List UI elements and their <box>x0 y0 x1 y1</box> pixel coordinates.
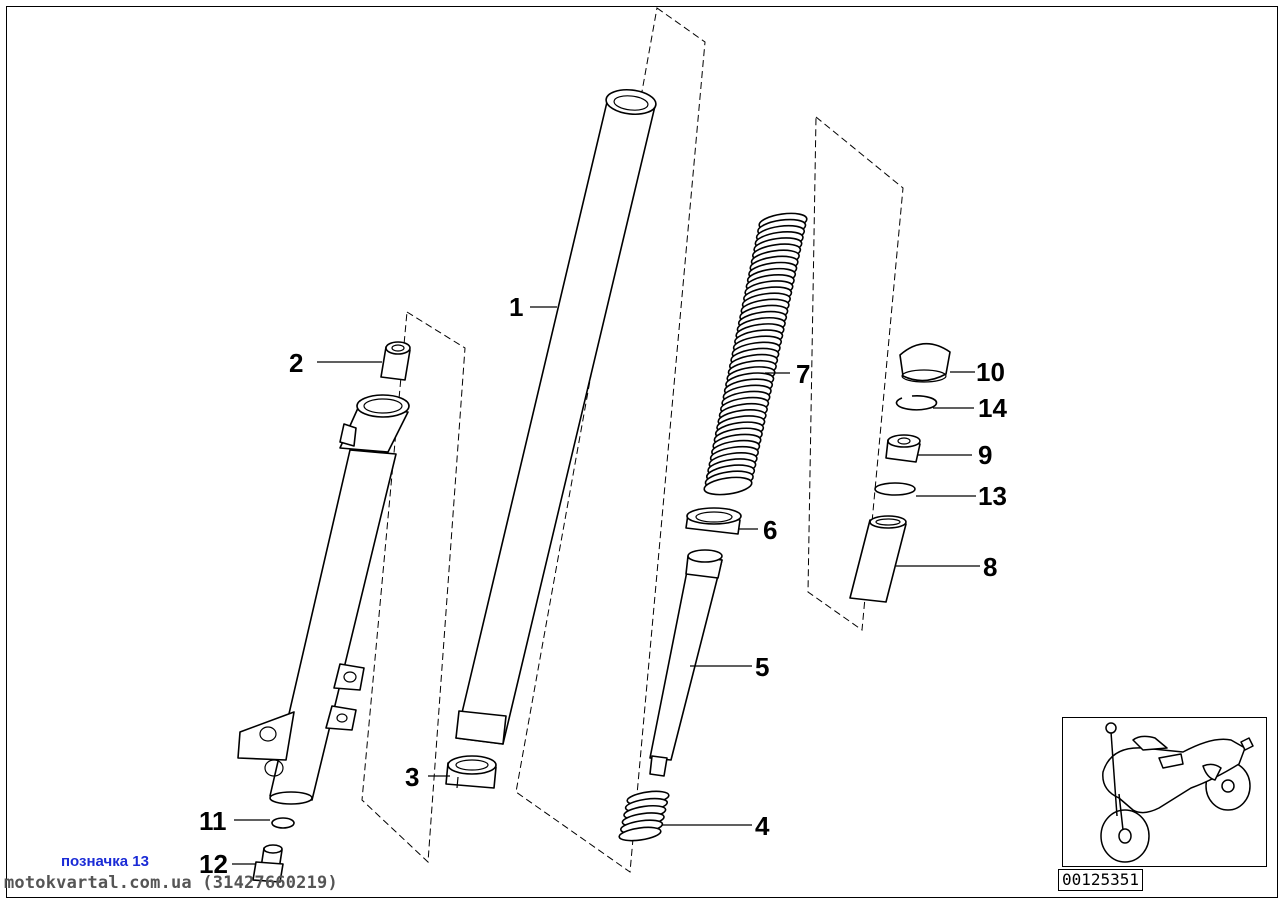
part-10-cap <box>899 342 951 383</box>
part-1-fork-tube <box>455 88 657 745</box>
motorcycle-icon <box>1100 722 1254 863</box>
motorcycle-locator-thumbnail <box>1062 717 1267 867</box>
part-3-guide-ring <box>445 755 497 789</box>
callout-13: 13 <box>978 481 1007 511</box>
callout-7: 7 <box>796 359 810 389</box>
callout-10: 10 <box>976 357 1005 387</box>
callout-5: 5 <box>755 652 769 682</box>
part-4-rebound-spring <box>618 790 670 842</box>
part-14-circlip <box>895 395 938 411</box>
spring-4-coil <box>618 826 662 842</box>
callout-4: 4 <box>755 811 770 841</box>
diagram-reference-code: 00125351 <box>1058 869 1144 891</box>
assembly-outline-center <box>515 7 706 873</box>
part-12-drain-screw <box>252 844 284 883</box>
callout-11: 11 <box>199 806 227 836</box>
assembly-outline-left <box>361 311 466 864</box>
callout-12: 12 <box>199 849 228 879</box>
callout-2: 2 <box>289 348 303 378</box>
part-9-valve-plug <box>885 434 921 463</box>
diagram-frame <box>6 6 1278 898</box>
fork-slider <box>237 394 410 805</box>
part-13-o-ring <box>874 482 916 496</box>
part-11-o-ring <box>271 817 295 829</box>
part-7-fork-spring <box>703 212 808 496</box>
part-8-sleeve <box>849 515 907 603</box>
leader-lines <box>232 306 980 865</box>
part-5-damper-rod <box>649 549 723 777</box>
callout-3: 3 <box>405 762 419 792</box>
part-6-spacer-washer <box>685 507 742 535</box>
callout-1: 1 <box>509 292 523 322</box>
callout-9: 9 <box>978 440 992 470</box>
callout-6: 6 <box>763 515 777 545</box>
part-2-bush <box>380 341 411 381</box>
assembly-outline-right <box>807 115 904 631</box>
part-marker-note: позначка 13 <box>61 853 149 870</box>
callout-8: 8 <box>983 552 997 582</box>
source-watermark: motokvartal.com.ua (31427660219) <box>4 873 338 893</box>
spring-7-coil <box>703 476 753 496</box>
callout-14: 14 <box>978 393 1007 423</box>
